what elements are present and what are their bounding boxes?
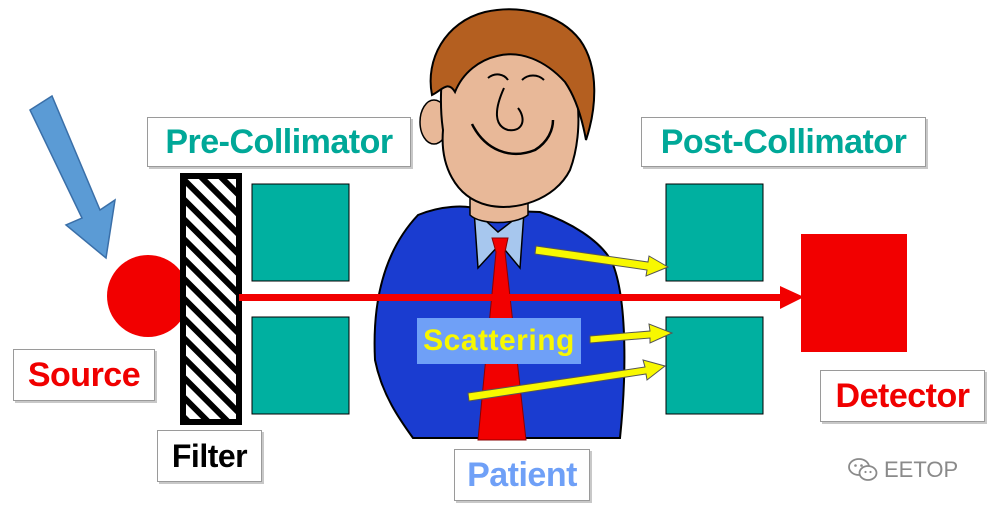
main-beam-arrow [239,286,804,309]
post-collimator-bottom [665,316,764,415]
pre-collimator-label: Pre-Collimator [147,117,411,167]
detector-label: Detector [820,370,985,422]
source-circle [107,255,189,337]
filter-label: Filter [157,430,262,482]
pre-collimator-top [251,183,350,282]
detector-block [801,234,907,352]
pre-collimator-bottom [251,316,350,415]
watermark-text: EETOP [884,457,959,482]
post-collimator-label: Post-Collimator [641,117,926,167]
source-label: Source [13,349,155,401]
incoming-beam-arrow [29,94,117,260]
filter-block [180,173,242,425]
scattering-label: Scattering [417,318,581,364]
wechat-icon [848,457,878,483]
post-collimator-top [665,183,764,282]
scatter-arrows [467,245,674,402]
watermark: EETOP [848,455,958,485]
patient-label: Patient [454,449,590,501]
